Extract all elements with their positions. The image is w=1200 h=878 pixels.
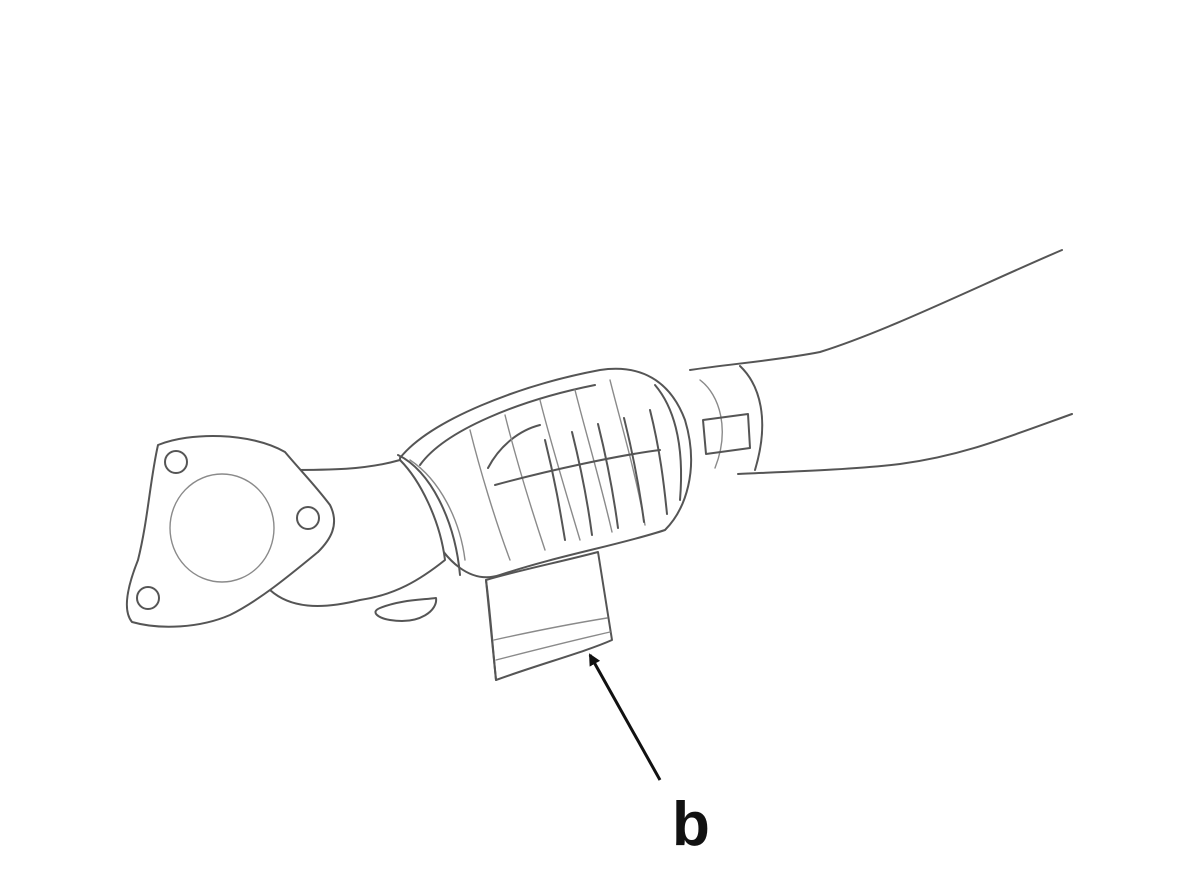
rear-pipe: [689, 249, 1073, 475]
inlet-flange: [125, 435, 336, 628]
callout-b: b: [588, 653, 710, 859]
callout-label: b: [672, 790, 710, 859]
catalytic-converter: [399, 367, 693, 579]
callout-arrow: [588, 653, 662, 781]
heat-shield-bracket: [485, 551, 613, 681]
